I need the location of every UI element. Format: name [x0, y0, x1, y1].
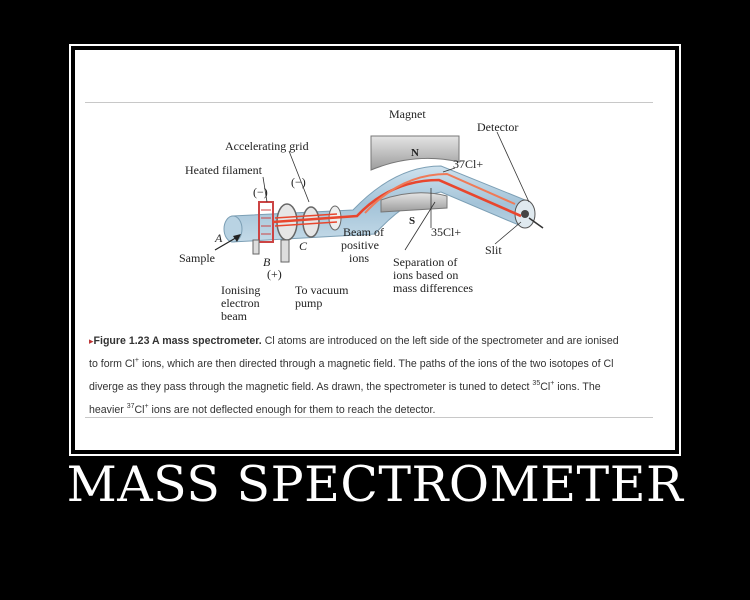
caption-line-4: heavier 37Cl+ ions are not deflected eno…	[89, 399, 659, 422]
filament-polarity-label: (−)	[253, 185, 268, 199]
ion-beam-cl37	[364, 172, 516, 214]
magnet-label: Magnet	[389, 107, 426, 121]
point-a-label: A	[214, 231, 223, 245]
beam-label-line3: ions	[349, 251, 369, 265]
ionising-label-line1: Ionising	[221, 283, 260, 297]
figure-caption: ▸Figure 1.23 A mass spectrometer. Cl ato…	[89, 330, 659, 422]
top-rule	[85, 102, 653, 103]
caption-line4-cl: Cl	[134, 404, 145, 416]
point-c-label: C	[299, 239, 308, 253]
north-pole-label: N	[411, 147, 419, 159]
detector-label: Detector	[477, 120, 518, 134]
tube-left-end	[223, 215, 243, 243]
slit-label: Slit	[485, 243, 502, 257]
separation-label-line3: mass differences	[393, 281, 473, 295]
cl35-ion-label: 35Cl+	[431, 225, 461, 239]
vacuum-label-line1: To vacuum	[295, 283, 349, 297]
caption-line3-text: diverge as they pass through the magneti…	[89, 381, 533, 393]
accelerating-grid-2-icon	[302, 206, 320, 238]
caption-line4-end: ions are not deflected enough for them t…	[148, 404, 436, 416]
ionising-label-line3: beam	[221, 309, 248, 323]
caption-line1-text: Cl atoms are introduced on the left side…	[264, 335, 619, 347]
detector-icon	[521, 210, 529, 218]
caption-line3-sup2: +	[550, 380, 555, 387]
caption-line-2: to form Cl+ ions, which are then directe…	[89, 353, 659, 376]
magnet-south-pole	[380, 192, 448, 213]
figure-label: Figure 1.23 A mass spectrometer.	[93, 335, 262, 347]
poster-title: MASS SPECTROMETER	[66, 456, 684, 513]
grid-polarity-label: (−)	[291, 175, 306, 189]
accelerating-grid-label: Accelerating grid	[225, 139, 309, 153]
sample-label: Sample	[179, 251, 215, 265]
beam-label-line2: positive	[341, 238, 379, 252]
caption-line2-sup: +	[134, 357, 140, 364]
south-pole-label: S	[409, 215, 415, 227]
caption-line3-end: ions. The	[554, 381, 601, 393]
cl37-ion-label: 37Cl+	[453, 157, 483, 171]
caption-line-3: diverge as they pass through the magneti…	[89, 376, 659, 399]
separation-label-line1: Separation of	[393, 255, 457, 269]
heated-filament-label: Heated filament	[185, 163, 263, 177]
magnet-north-pole	[370, 135, 460, 171]
caption-line3-sup1: 35	[532, 380, 541, 387]
ionising-label-line2: electron	[221, 296, 260, 310]
caption-bullet-icon: ▸	[89, 336, 94, 346]
vacuum-label-line2: pump	[295, 296, 322, 310]
point-b-label: B	[263, 255, 271, 269]
beam-label-line1: Beam of	[343, 225, 384, 239]
caption-line2-a: to form Cl	[89, 358, 135, 370]
figure-panel: Magnet N S Detector 37Cl+ 35Cl+ Accelera…	[75, 50, 675, 450]
point-b-polarity-label: (+)	[267, 267, 282, 281]
poster-frame: Magnet N S Detector 37Cl+ 35Cl+ Accelera…	[69, 44, 681, 456]
caption-line-1: ▸Figure 1.23 A mass spectrometer. Cl ato…	[89, 330, 659, 353]
vacuum-pump-port	[280, 239, 290, 263]
caption-line4-a: heavier	[89, 404, 127, 416]
caption-line4-sup1: 37	[126, 403, 135, 410]
bottom-rule	[85, 417, 653, 418]
caption-line4-sup2: +	[144, 403, 149, 410]
separation-label-line2: ions based on	[393, 268, 458, 282]
caption-line3-cl: Cl	[540, 381, 551, 393]
electron-beam-port	[252, 239, 260, 255]
caption-line2-b: ions, which are then directed through a …	[139, 358, 614, 370]
mass-spectrometer-diagram: Magnet N S Detector 37Cl+ 35Cl+ Accelera…	[179, 107, 544, 323]
